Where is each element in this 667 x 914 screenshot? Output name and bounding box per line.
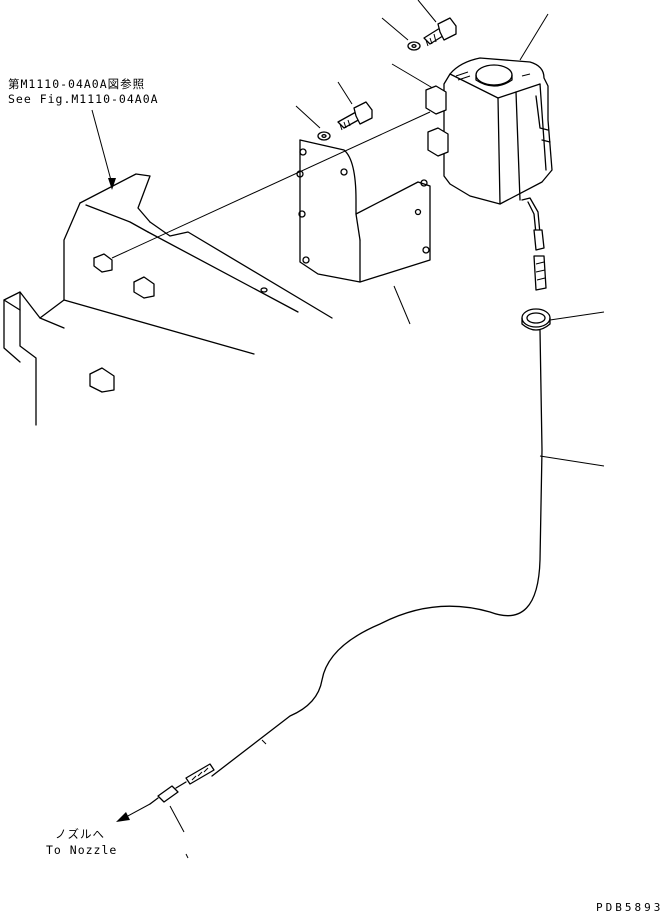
plate-bolt bbox=[295, 81, 373, 141]
nozzle-label-jp: ノズルへ bbox=[55, 827, 105, 841]
reference-label-en: See Fig.M1110-04A0A bbox=[8, 92, 159, 106]
mount-line bbox=[111, 111, 431, 259]
frame-bracket bbox=[3, 109, 333, 426]
hose-joint bbox=[533, 255, 547, 291]
drawing-code: PDB5893 bbox=[596, 901, 664, 914]
reference-label-jp: 第M1110-04A0A図参照 bbox=[8, 77, 146, 91]
nozzle-label-en: To Nozzle bbox=[46, 843, 118, 857]
cover-plate bbox=[296, 139, 431, 325]
washer-hose bbox=[116, 329, 605, 859]
hose-clamp bbox=[521, 308, 605, 331]
washer-tank bbox=[425, 13, 553, 251]
tank-bolt bbox=[381, 0, 457, 91]
